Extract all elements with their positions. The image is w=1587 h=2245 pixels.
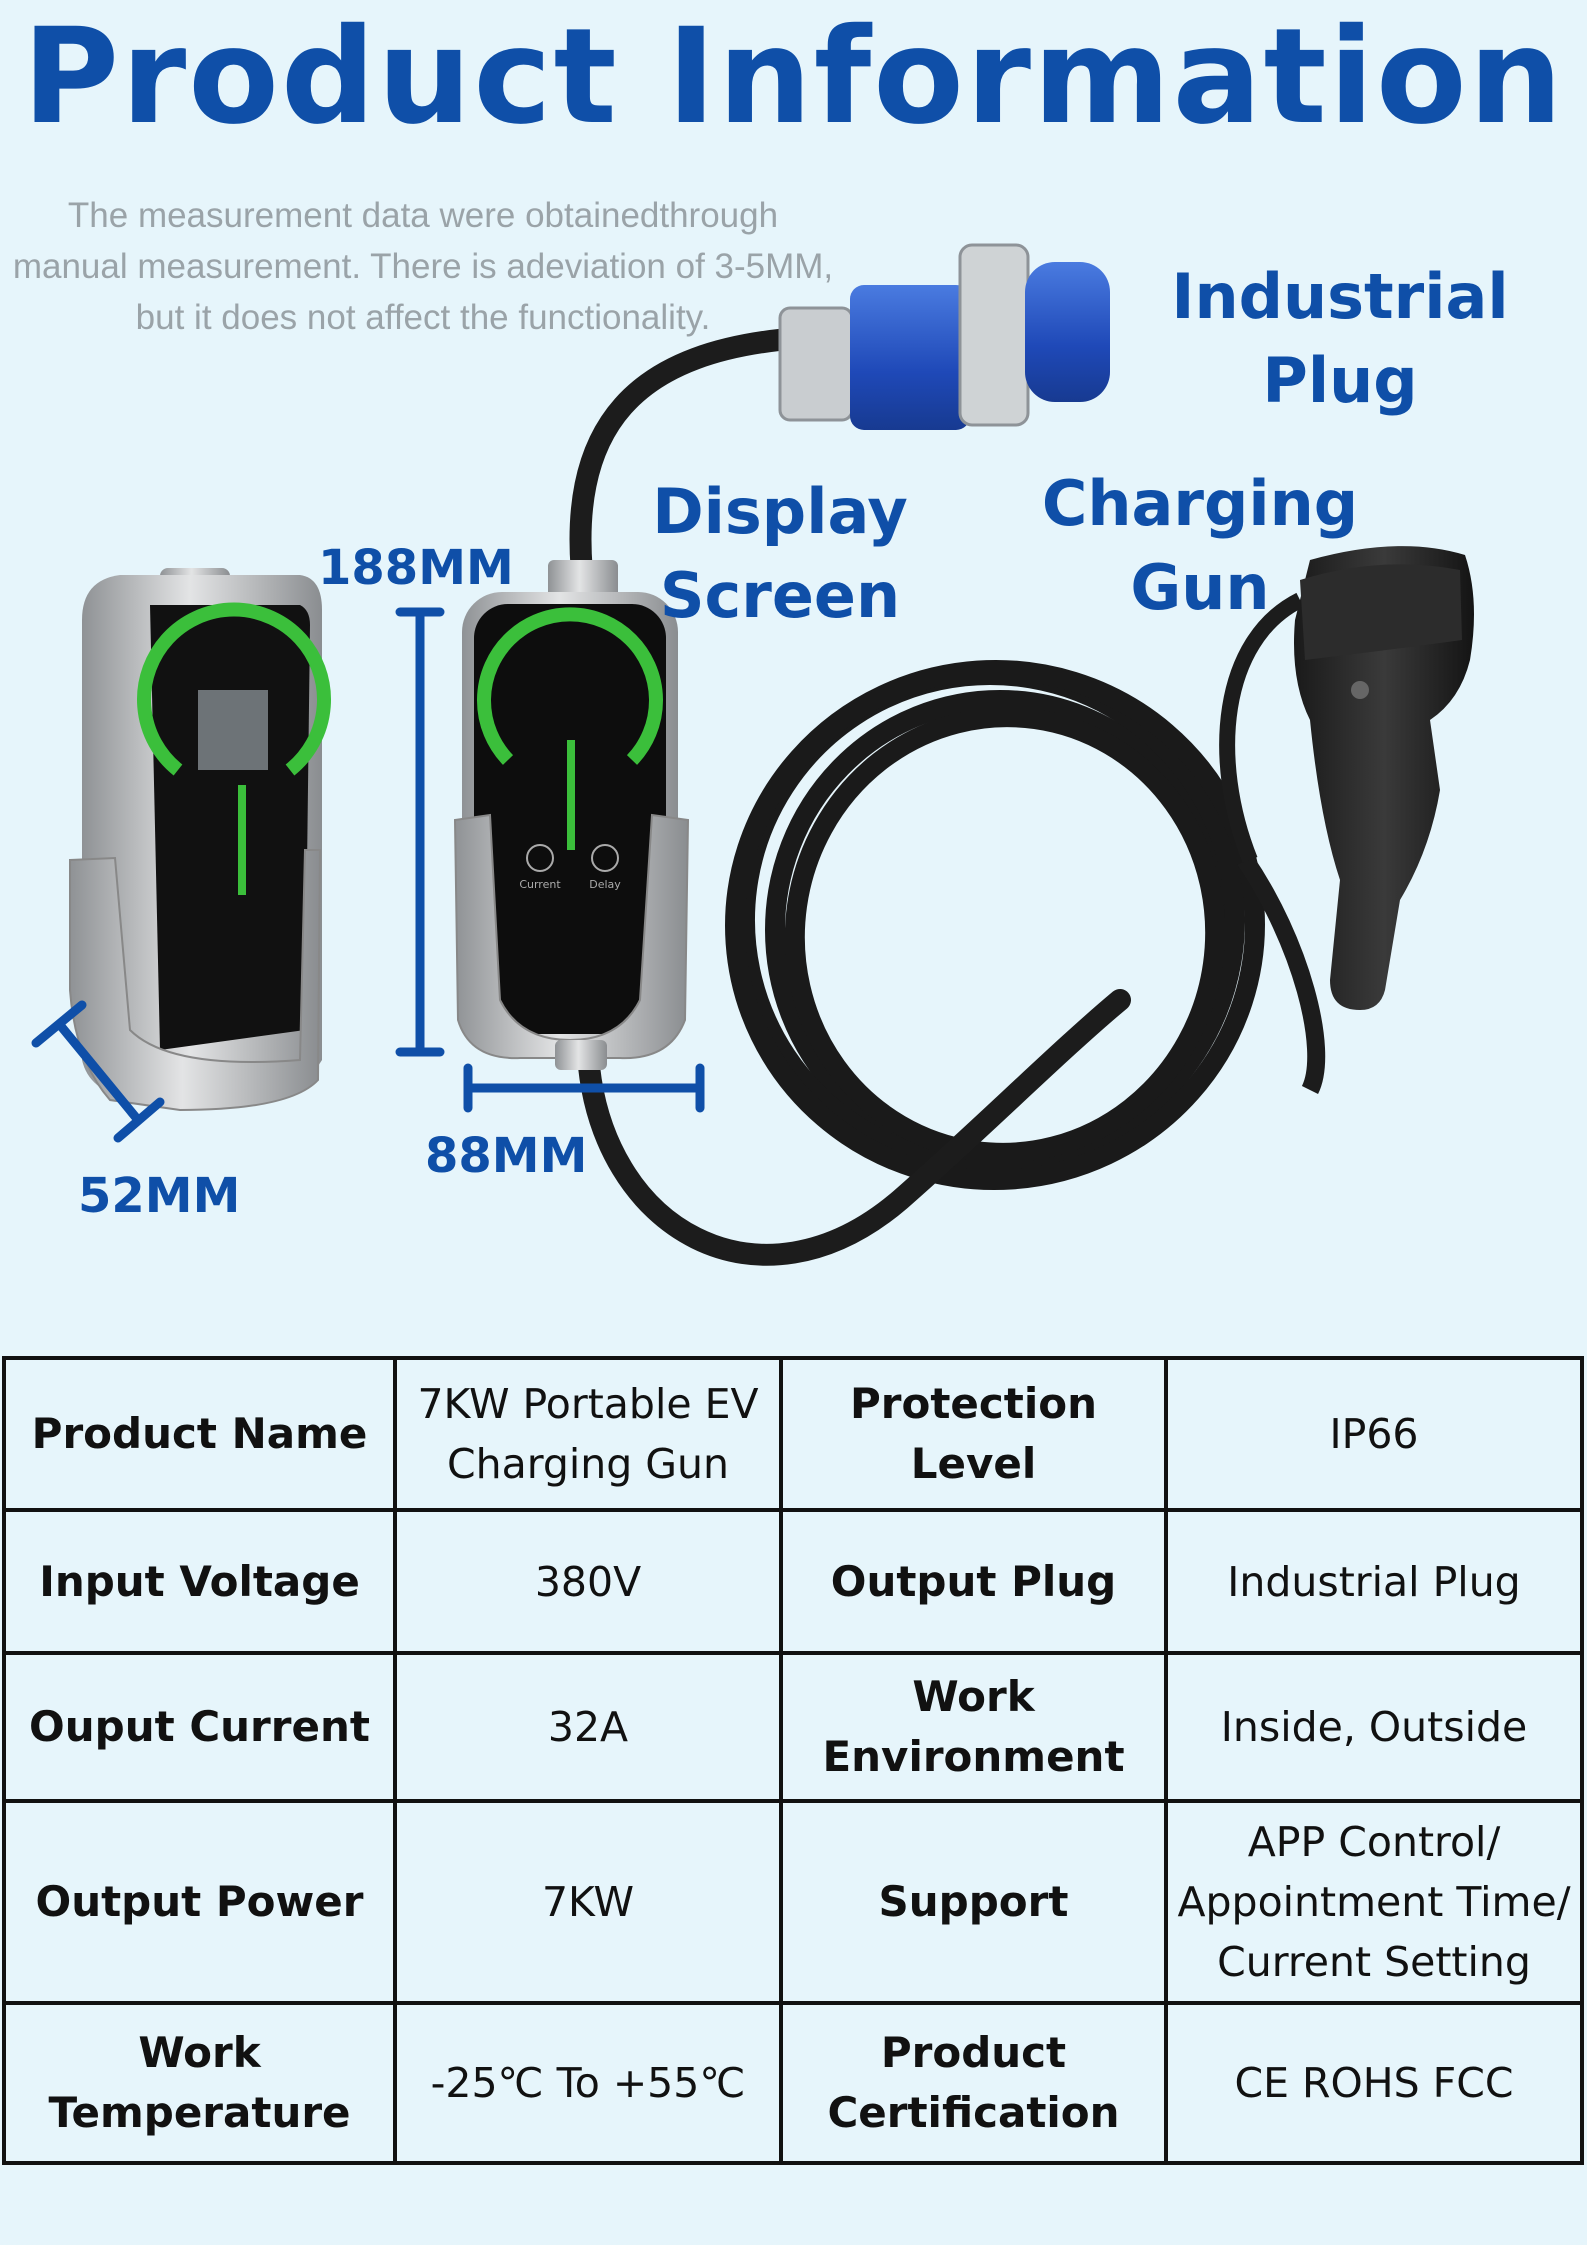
label-display-screen: Display Screen [652, 475, 908, 632]
spec-key: Ouput Current [2, 1651, 397, 1803]
spec-value: 32A [393, 1651, 783, 1803]
table-row: Product Name 7KW Portable EV Charging Gu… [2, 1356, 1584, 1512]
dimension-lines [31, 607, 705, 1143]
spec-table: Product Name 7KW Portable EV Charging Gu… [2, 1356, 1584, 2165]
spec-key: Work Environment [779, 1651, 1168, 1803]
spec-value: Industrial Plug [1164, 1508, 1584, 1655]
cable-gun [1237, 854, 1326, 1095]
spec-value: IP66 [1164, 1356, 1584, 1512]
table-row: Input Voltage 380V Output Plug Industria… [2, 1508, 1584, 1655]
spec-key: Work Temperature [2, 2001, 397, 2165]
table-row: Work Temperature -25℃ To +55℃ Product Ce… [2, 2001, 1584, 2165]
screen-delay-label: Delay [589, 878, 621, 891]
table-row: Output Power 7KW Support APP Control/ Ap… [2, 1799, 1584, 2005]
front-view-device: Current Delay [453, 560, 690, 1070]
product-illustration: Current Delay [31, 243, 1474, 1266]
label-charging-gun: Charging Gun [1041, 467, 1359, 624]
industrial-plug-graphic [778, 243, 1110, 430]
spec-value: 380V [393, 1508, 783, 1655]
charging-gun-graphic [1294, 546, 1474, 1010]
dimension-width-label: 88MM [425, 1128, 588, 1184]
cable-upper [569, 327, 811, 611]
label-industrial-plug: Industrial Plug [1171, 260, 1509, 417]
spec-key: Support [779, 1799, 1168, 2005]
spec-value: CE ROHS FCC [1164, 2001, 1584, 2165]
side-view-device [69, 568, 331, 1112]
spec-key: Product Certification [779, 2001, 1168, 2165]
spec-value: Inside, Outside [1164, 1651, 1584, 1803]
dimension-height-label: 188MM [318, 540, 514, 596]
spec-key: Output Plug [779, 1508, 1168, 1655]
spec-key: Output Power [2, 1799, 397, 2005]
measurement-note: The measurement data were obtainedthroug… [12, 196, 834, 337]
dimension-depth-label: 52MM [78, 1168, 241, 1224]
spec-value: APP Control/ Appointment Time/ Current S… [1164, 1799, 1584, 2005]
coiled-cable [725, 659, 1265, 1191]
spec-key: Protection Level [779, 1356, 1168, 1512]
spec-value: 7KW [393, 1799, 783, 2005]
cable-lower [577, 989, 1131, 1266]
table-row: Ouput Current 32A Work Environment Insid… [2, 1651, 1584, 1803]
spec-value: -25℃ To +55℃ [393, 2001, 783, 2165]
page-title: Product Information [22, 0, 1565, 154]
spec-key: Input Voltage [2, 1508, 397, 1655]
screen-current-label: Current [519, 878, 561, 891]
spec-value: 7KW Portable EV Charging Gun [393, 1356, 783, 1512]
spec-key: Product Name [2, 1356, 397, 1512]
